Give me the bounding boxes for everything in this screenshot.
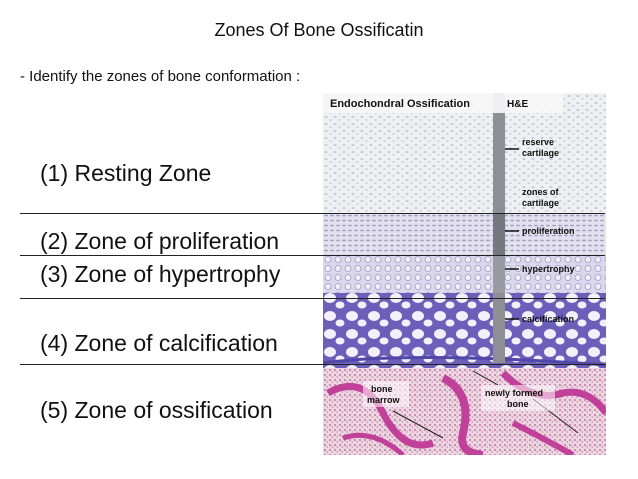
divider-line [20,298,605,299]
divider-line [20,213,605,214]
label-newly-formed-line1: newly formed [485,388,543,398]
label-calcification: calcification [522,314,574,324]
label-zones-line1: zones of [522,187,560,197]
label-bone-marrow-line2: marrow [367,395,401,405]
intro-text: - Identify the zones of bone conformatio… [20,68,301,85]
label-reserve-line2: cartilage [522,148,559,158]
micrograph-title: Endochondral Ossification [330,98,470,110]
zone-resting: (1) Resting Zone [40,160,212,186]
zone-proliferation: (2) Zone of proliferation [40,228,280,254]
slide-title: Zones Of Bone Ossificatin [214,20,424,40]
label-zones-line2: cartilage [522,198,559,208]
label-reserve-line1: reserve [522,137,554,147]
label-hypertrophy: hypertrophy [522,264,575,274]
histology-micrograph: Endochondral Ossification H&E reserve ca… [323,93,606,455]
zone-ossification: (5) Zone of ossification [40,397,273,423]
micrograph-svg: Endochondral Ossification H&E reserve ca… [323,93,606,455]
label-newly-formed-line2: bone [507,399,529,409]
label-proliferation: proliferation [522,226,575,236]
zone-hypertrophy: (3) Zone of hypertrophy [40,261,281,287]
stain-label: H&E [507,99,528,110]
divider-line [20,255,605,256]
label-bone-marrow-line1: bone [371,384,393,394]
zone-calcification: (4) Zone of calcification [40,330,278,356]
divider-line [20,364,605,365]
